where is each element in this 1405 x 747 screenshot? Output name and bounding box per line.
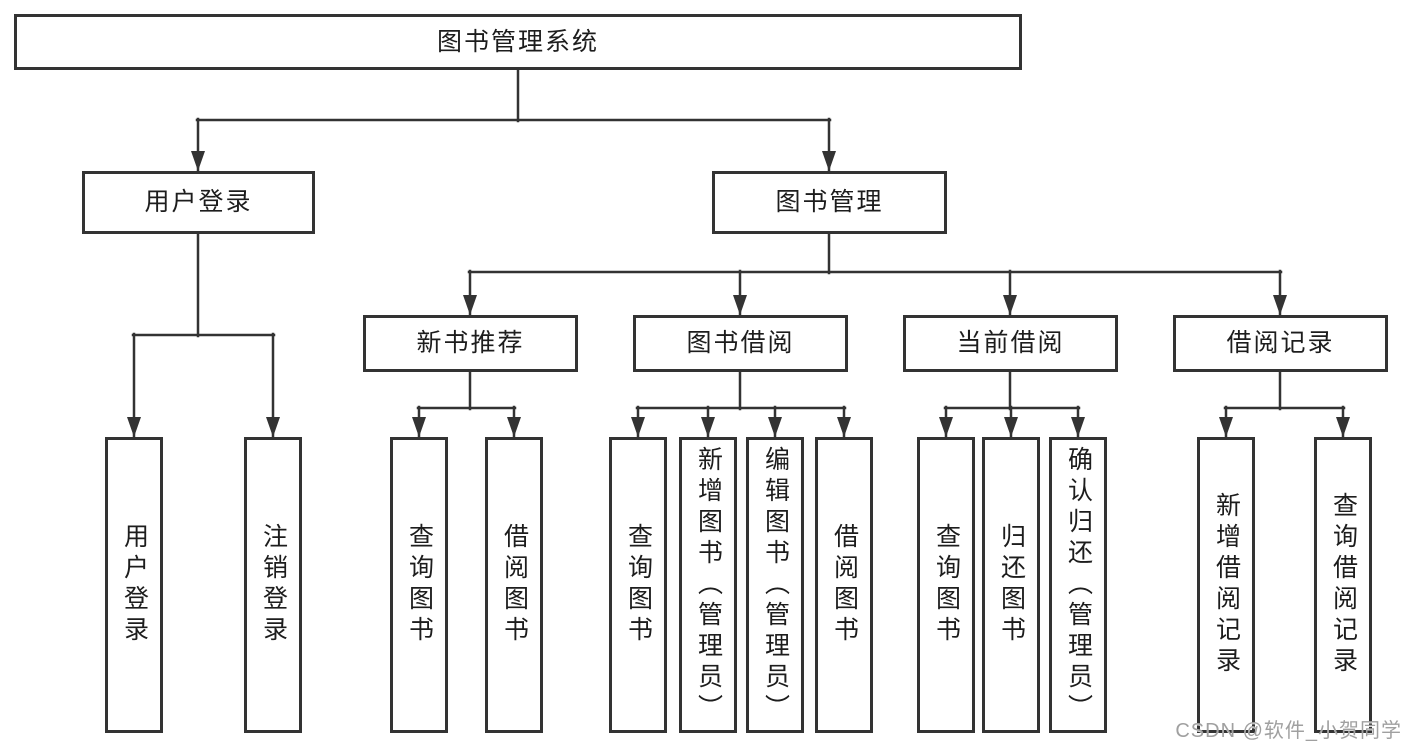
- leaf-current-query-books: 查询图书: [917, 437, 975, 733]
- node-user-login: 用户登录: [82, 171, 315, 234]
- leaf-records-query-record: 查询借阅记录: [1314, 437, 1372, 733]
- node-book-management-label: 图书管理: [775, 188, 884, 216]
- leaf-borrow-add-books-admin: 新增图书（管理员）: [679, 437, 737, 733]
- connector-root-to-level2: [191, 68, 836, 173]
- leaf-records-add-record-label: 新增借阅记录: [1212, 492, 1241, 678]
- node-borrowing-records: 借阅记录: [1173, 315, 1388, 372]
- leaf-borrow-edit-books-admin: 编辑图书（管理员）: [746, 437, 804, 733]
- leaf-records-add-record: 新增借阅记录: [1197, 437, 1255, 733]
- leaf-user-login: 用户登录: [105, 437, 163, 733]
- leaf-borrow-borrow-books: 借阅图书: [815, 437, 873, 733]
- leaf-borrow-borrow-books-label: 借阅图书: [830, 523, 859, 647]
- leaf-borrow-query-books: 查询图书: [609, 437, 667, 733]
- node-new-book-recommend-label: 新书推荐: [416, 329, 525, 357]
- node-book-borrowing-label: 图书借阅: [686, 329, 795, 357]
- leaf-borrow-query-books-label: 查询图书: [624, 523, 653, 647]
- connector-book-management-to-level3: [463, 232, 1287, 317]
- node-library-system-label: 图书管理系统: [436, 27, 599, 56]
- leaf-newbook-query-books: 查询图书: [390, 437, 448, 733]
- csdn-watermark: CSDN @软件_小贺同学: [1175, 720, 1402, 742]
- node-borrowing-records-label: 借阅记录: [1226, 329, 1335, 357]
- connector-user-login-children: [127, 232, 280, 439]
- leaf-current-return-books: 归还图书: [982, 437, 1040, 733]
- leaf-current-confirm-return-admin-label: 确认归还（管理员）: [1064, 445, 1093, 725]
- leaf-current-query-books-label: 查询图书: [932, 523, 961, 647]
- leaf-current-confirm-return-admin: 确认归还（管理员）: [1049, 437, 1107, 733]
- leaf-newbook-borrow-books-label: 借阅图书: [500, 523, 529, 647]
- leaf-newbook-query-books-label: 查询图书: [405, 523, 434, 647]
- leaf-newbook-borrow-books: 借阅图书: [485, 437, 543, 733]
- node-current-borrowing-label: 当前借阅: [956, 329, 1065, 357]
- leaf-logout-label: 注销登录: [259, 523, 288, 647]
- leaf-user-login-label: 用户登录: [120, 523, 149, 647]
- connector-borrow-children: [631, 370, 851, 439]
- node-book-management: 图书管理: [712, 171, 947, 234]
- node-library-system: 图书管理系统: [14, 14, 1022, 70]
- connector-newbook-children: [412, 370, 521, 439]
- node-user-login-label: 用户登录: [144, 188, 253, 216]
- leaf-records-query-record-label: 查询借阅记录: [1329, 492, 1358, 678]
- node-current-borrowing: 当前借阅: [903, 315, 1118, 372]
- connector-records-children: [1219, 370, 1350, 439]
- leaf-logout: 注销登录: [244, 437, 302, 733]
- leaf-current-return-books-label: 归还图书: [997, 523, 1026, 647]
- node-book-borrowing: 图书借阅: [633, 315, 848, 372]
- node-new-book-recommend: 新书推荐: [363, 315, 578, 372]
- connector-current-children: [939, 370, 1085, 439]
- leaf-borrow-add-books-admin-label: 新增图书（管理员）: [694, 445, 723, 725]
- leaf-borrow-edit-books-admin-label: 编辑图书（管理员）: [761, 445, 790, 725]
